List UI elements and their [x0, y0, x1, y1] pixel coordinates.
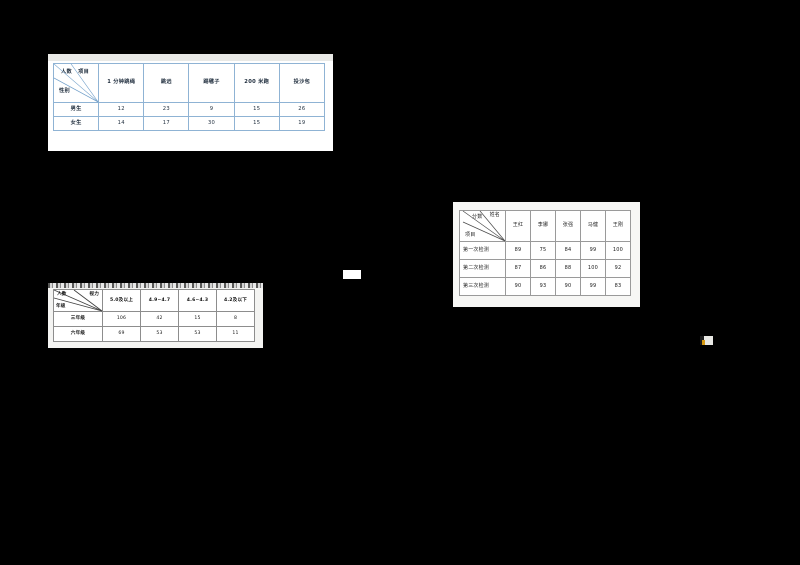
column-header: 4.6~4.3	[178, 289, 217, 312]
column-header: 马健	[580, 210, 606, 242]
table-cell: 92	[605, 259, 631, 278]
scan-artifact-white-block	[343, 270, 361, 279]
column-header: 王刚	[605, 210, 631, 242]
corner-label-bottom-left: 性别	[59, 88, 70, 95]
table-cell: 83	[605, 277, 631, 296]
table-cell: 100	[605, 241, 631, 260]
table-cell: 90	[555, 277, 581, 296]
table-cell: 30	[188, 116, 235, 131]
column-header: 投沙包	[278, 63, 326, 103]
corner-label-top-left: 分数	[472, 214, 483, 220]
row-label: 六年级	[53, 326, 103, 342]
corner-label-top-left: 人数	[57, 292, 67, 297]
row-label: 三年级	[53, 311, 103, 327]
corner-label-top-right: 姓名	[489, 212, 500, 218]
table-cell: 99	[580, 277, 606, 296]
row-label: 女生	[52, 116, 100, 131]
table-cell: 86	[530, 259, 556, 278]
table-cell: 75	[530, 241, 556, 260]
corner-label-top-left: 人数	[61, 69, 72, 75]
table-cell: 15	[233, 102, 280, 117]
student-scores-table-scan: 分数 姓名 项目 王红 李娜 张强 马健 王刚 第一次检测 89 75 84 9…	[453, 202, 640, 307]
corner-diagonal-lines-icon	[462, 210, 506, 242]
table-corner-header: 人数 项目 性别	[52, 63, 100, 103]
corner-diagonal-lines-icon	[53, 289, 103, 312]
table-header-row: 人数 项目 性别 1 分钟跳绳 跳远 踢毽子 200 米跑 投沙包	[52, 63, 326, 103]
scan-artifact-color-block	[700, 336, 713, 345]
table-cell: 84	[555, 241, 581, 260]
table-row: 女生 14 17 30 15 19	[52, 116, 326, 131]
sports-participation-table: 人数 项目 性别 1 分钟跳绳 跳远 踢毽子 200 米跑 投沙包 男生 12 …	[52, 63, 326, 131]
column-header: 200 米跑	[233, 63, 280, 103]
table-cell: 89	[505, 241, 531, 260]
table-cell: 88	[555, 259, 581, 278]
row-label: 男生	[52, 102, 100, 117]
table-corner-header: 人数 视力 年级	[53, 289, 103, 312]
row-label: 第二次检测	[459, 259, 506, 278]
column-header: 4.2及以下	[216, 289, 255, 312]
sports-participation-table-scan: 人数 项目 性别 1 分钟跳绳 跳远 踢毽子 200 米跑 投沙包 男生 12 …	[48, 54, 333, 151]
table-cell: 99	[580, 241, 606, 260]
table-cell: 26	[278, 102, 326, 117]
column-header: 踢毽子	[188, 63, 235, 103]
corner-label-bottom-left: 年级	[56, 303, 66, 309]
column-header: 4.9~4.7	[140, 289, 179, 312]
table-row: 六年级 69 53 53 11	[53, 326, 255, 342]
table-header-row: 人数 视力 年级 5.0及以上 4.9~4.7 4.6~4.3 4.2及以下	[53, 289, 255, 312]
artifact-orange-segment	[702, 340, 705, 345]
table-row: 第二次检测 87 86 88 100 92	[459, 259, 631, 278]
table-cell: 53	[140, 326, 179, 342]
table-cell: 87	[505, 259, 531, 278]
table-cell: 93	[530, 277, 556, 296]
table-cell: 90	[505, 277, 531, 296]
table-row: 男生 12 23 9 15 26	[52, 102, 326, 117]
column-header: 跳远	[143, 63, 190, 103]
scan-noise-strip	[48, 283, 263, 288]
table-cell: 106	[102, 311, 141, 327]
table-cell: 19	[278, 116, 326, 131]
table-header-row: 分数 姓名 项目 王红 李娜 张强 马健 王刚	[459, 210, 631, 242]
table-corner-header: 分数 姓名 项目	[459, 210, 506, 242]
table-cell: 9	[188, 102, 235, 117]
table-cell: 42	[140, 311, 179, 327]
table-cell: 53	[178, 326, 217, 342]
column-header: 张强	[555, 210, 581, 242]
table-cell: 17	[143, 116, 190, 131]
eyesight-table-scan: 人数 视力 年级 5.0及以上 4.9~4.7 4.6~4.3 4.2及以下 三…	[48, 283, 263, 348]
table-cell: 11	[216, 326, 255, 342]
column-header: 1 分钟跳绳	[98, 63, 145, 103]
table-row: 三年级 106 42 15 8	[53, 311, 255, 327]
column-header: 李娜	[530, 210, 556, 242]
table-cell: 8	[216, 311, 255, 327]
eyesight-table: 人数 视力 年级 5.0及以上 4.9~4.7 4.6~4.3 4.2及以下 三…	[53, 289, 255, 342]
scan-edge-strip	[48, 54, 333, 61]
corner-diagonal-lines-icon	[53, 63, 99, 103]
table-cell: 69	[102, 326, 141, 342]
row-label: 第三次检测	[459, 277, 506, 296]
table-cell: 100	[580, 259, 606, 278]
row-label: 第一次检测	[459, 241, 506, 260]
table-cell: 12	[98, 102, 145, 117]
table-row: 第三次检测 90 93 90 99 83	[459, 277, 631, 296]
table-cell: 14	[98, 116, 145, 131]
table-row: 第一次检测 89 75 84 99 100	[459, 241, 631, 260]
corner-label-top-right: 项目	[78, 69, 90, 75]
table-cell: 15	[233, 116, 280, 131]
corner-label-bottom-left: 项目	[465, 231, 476, 238]
table-cell: 23	[143, 102, 190, 117]
corner-label-top-right: 视力	[89, 292, 99, 297]
column-header: 王红	[505, 210, 531, 242]
column-header: 5.0及以上	[102, 289, 141, 312]
student-scores-table: 分数 姓名 项目 王红 李娜 张强 马健 王刚 第一次检测 89 75 84 9…	[459, 210, 631, 296]
table-cell: 15	[178, 311, 217, 327]
